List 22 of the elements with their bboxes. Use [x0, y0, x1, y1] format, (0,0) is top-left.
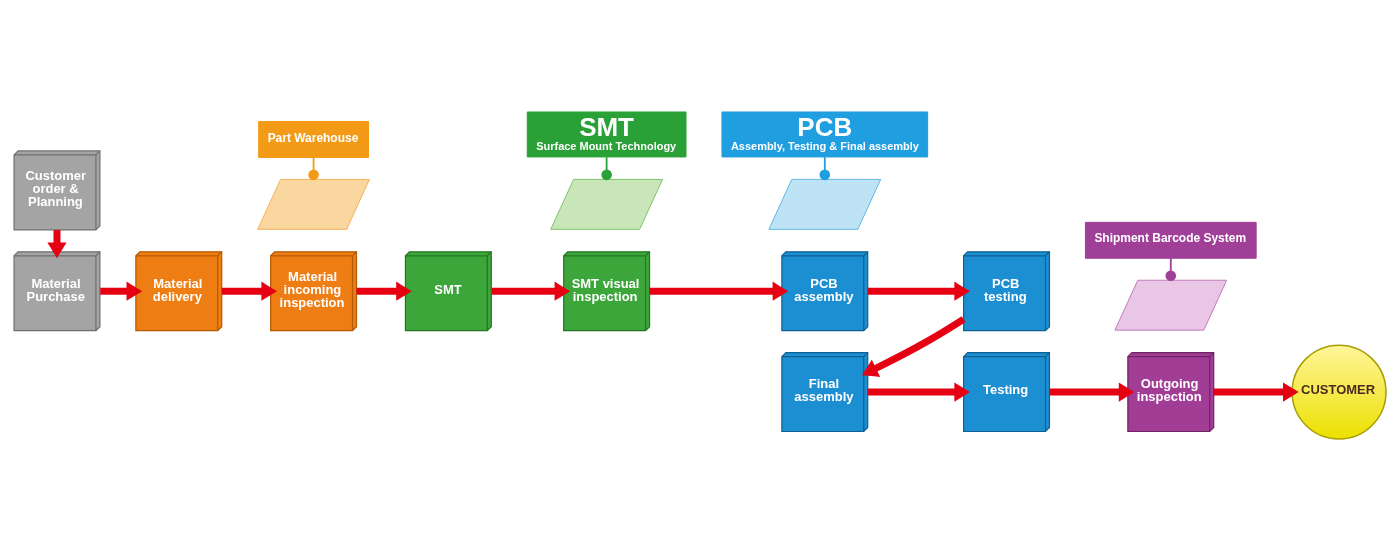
node-parallelogram: [1114, 279, 1228, 331]
arrow: [861, 316, 966, 377]
arrow: [1213, 382, 1299, 402]
node-box: Shipment Barcode System: [1084, 221, 1257, 259]
arrow: [867, 281, 971, 301]
node-box: Part Warehouse: [258, 121, 369, 158]
arrow: [100, 281, 143, 301]
connector: [819, 156, 831, 181]
arrow: [356, 281, 412, 301]
arrow: [1049, 382, 1135, 402]
connector: [601, 156, 612, 181]
node-circle: CUSTOMER: [1291, 344, 1387, 440]
arrow: [867, 382, 971, 402]
arrow: [221, 281, 278, 301]
arrow: [649, 281, 789, 301]
node-parallelogram: [768, 178, 882, 230]
node-box: PCB Assembly, Testing & Final assembly: [721, 111, 929, 158]
node-box: SMT Surface Mount Technology: [526, 111, 687, 158]
connector: [1165, 257, 1177, 281]
node-parallelogram: [257, 178, 370, 230]
node-parallelogram: [550, 178, 663, 230]
arrow: [491, 281, 571, 301]
